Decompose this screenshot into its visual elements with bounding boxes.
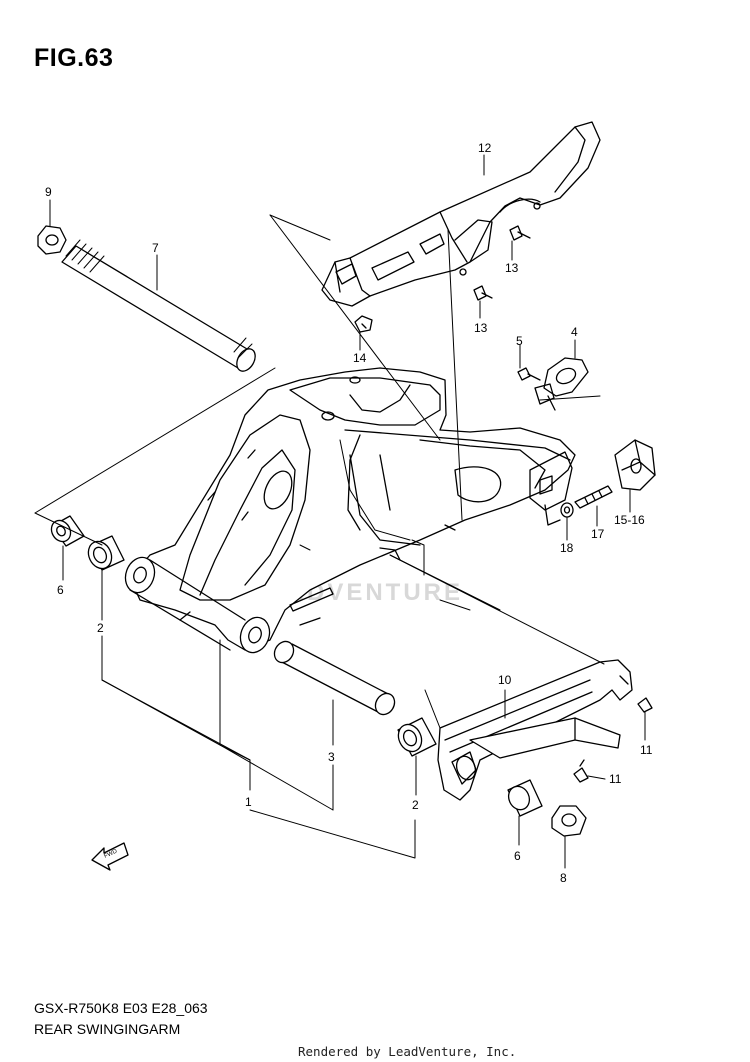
bolt-11a-part xyxy=(637,697,653,713)
callout-3: 3 xyxy=(328,750,335,764)
bushing-right-part xyxy=(507,779,543,817)
callout-12: 12 xyxy=(478,141,492,155)
washer-part xyxy=(560,502,574,518)
callout-2-left: 2 xyxy=(97,621,104,635)
bolt-11b-part xyxy=(573,759,589,783)
callout-5: 5 xyxy=(516,334,523,348)
callout-17: 17 xyxy=(591,527,605,541)
bearing-left-part xyxy=(87,535,125,571)
swingarm-part xyxy=(124,367,576,654)
callout-15-16: 15-16 xyxy=(614,513,645,527)
pivot-shaft-part xyxy=(61,239,256,372)
figure-title: FIG.63 xyxy=(34,44,114,72)
callout-labels: 12 9 7 13 13 14 5 4 15-16 17 18 6 2 10 1… xyxy=(45,141,653,885)
callout-18: 18 xyxy=(560,541,574,555)
callout-13-upper: 13 xyxy=(505,261,519,275)
svg-text:FWD: FWD xyxy=(103,848,119,859)
chain-guard-part xyxy=(321,121,601,307)
callout-6-left: 6 xyxy=(57,583,64,597)
adjuster-bolt-part xyxy=(574,485,613,509)
callout-10: 10 xyxy=(498,673,512,687)
callout-4: 4 xyxy=(571,325,578,339)
callout-6-right: 6 xyxy=(514,849,521,863)
callout-1: 1 xyxy=(245,795,252,809)
callout-14: 14 xyxy=(353,351,367,365)
fwd-arrow-icon: FWD xyxy=(91,842,129,871)
bolt-5-part xyxy=(517,367,541,381)
bearing-right-part xyxy=(397,717,437,757)
callout-8: 8 xyxy=(560,871,567,885)
bracket-part xyxy=(534,357,589,411)
pivot-sleeve-part xyxy=(273,640,396,716)
clip-14-part xyxy=(354,315,373,333)
pivot-nut-part xyxy=(37,225,67,255)
callout-11-upper: 11 xyxy=(640,743,653,757)
slider-plate-part xyxy=(469,717,621,759)
callout-11-lower: 11 xyxy=(609,772,622,786)
adjuster-block-part xyxy=(614,439,656,491)
model-code: GSX-R750K8 E03 E28_063 xyxy=(34,1000,208,1016)
callout-13-lower: 13 xyxy=(474,321,488,335)
callout-9: 9 xyxy=(45,185,52,199)
pivot-nut-right-part xyxy=(551,805,587,837)
leader-lines xyxy=(34,154,646,869)
callout-2-right: 2 xyxy=(412,798,419,812)
bushing-left-part xyxy=(50,515,85,547)
assembly-name: REAR SWINGINGARM xyxy=(34,1021,181,1037)
credit-text: Rendered by LeadVenture, Inc. xyxy=(298,1044,517,1059)
bolt-13b-part xyxy=(473,285,493,301)
bolt-13a-part xyxy=(509,225,531,241)
callout-7: 7 xyxy=(152,241,159,255)
